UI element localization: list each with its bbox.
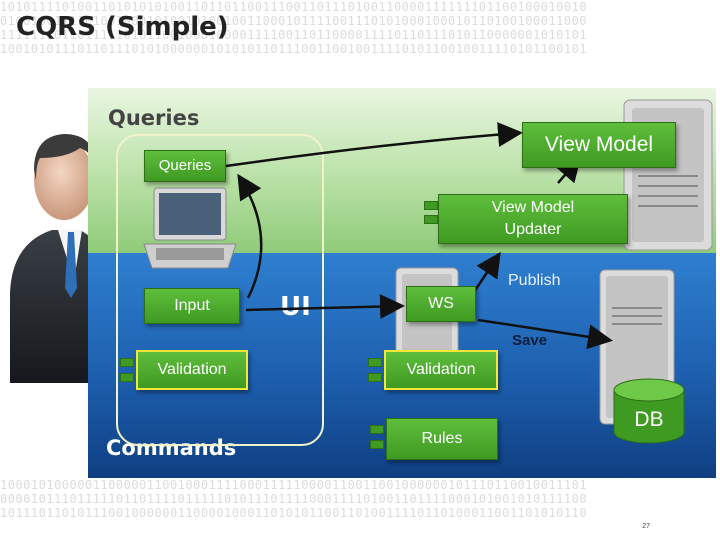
rules-tab-top	[370, 425, 384, 434]
rules-tab-bottom	[370, 440, 384, 449]
cqrs-diagram: Queries Commands UI	[88, 88, 716, 478]
updater-tab-bottom	[424, 215, 438, 224]
client-validation-box: Validation	[136, 350, 248, 390]
laptop-icon	[143, 187, 237, 269]
slide-title: CQRS (Simple)	[16, 12, 229, 42]
server-validation-box: Validation	[384, 350, 498, 390]
ui-label: UI	[280, 292, 311, 322]
publish-edge-label: Publish	[508, 272, 561, 289]
db-label: DB	[634, 408, 664, 431]
db-cylinder	[613, 378, 685, 444]
user-person-icon	[10, 134, 105, 383]
input-box: Input	[144, 288, 240, 324]
server-validation-tab-bottom	[368, 373, 382, 382]
client-validation-tab-top	[120, 358, 134, 367]
queries-zone-title: Queries	[108, 106, 200, 130]
rules-box: Rules	[386, 418, 498, 460]
client-validation-tab-bottom	[120, 373, 134, 382]
server-validation-tab-top	[368, 358, 382, 367]
view-model-updater-box: View Model Updater	[438, 194, 628, 244]
binary-background-bottom: 1000101000001100000110010001111000111110…	[0, 478, 588, 520]
ws-box: WS	[406, 286, 476, 322]
queries-box: Queries	[144, 150, 226, 182]
flow-arrows	[225, 122, 613, 350]
updater-tab-top	[424, 201, 438, 210]
save-edge-label: Save	[512, 332, 548, 349]
binary-background-top: 1010111101001101010101001101101100111001…	[0, 0, 588, 56]
view-model-box: View Model	[522, 122, 676, 168]
page-number: 27	[642, 523, 650, 530]
ui-boundary	[116, 134, 324, 446]
